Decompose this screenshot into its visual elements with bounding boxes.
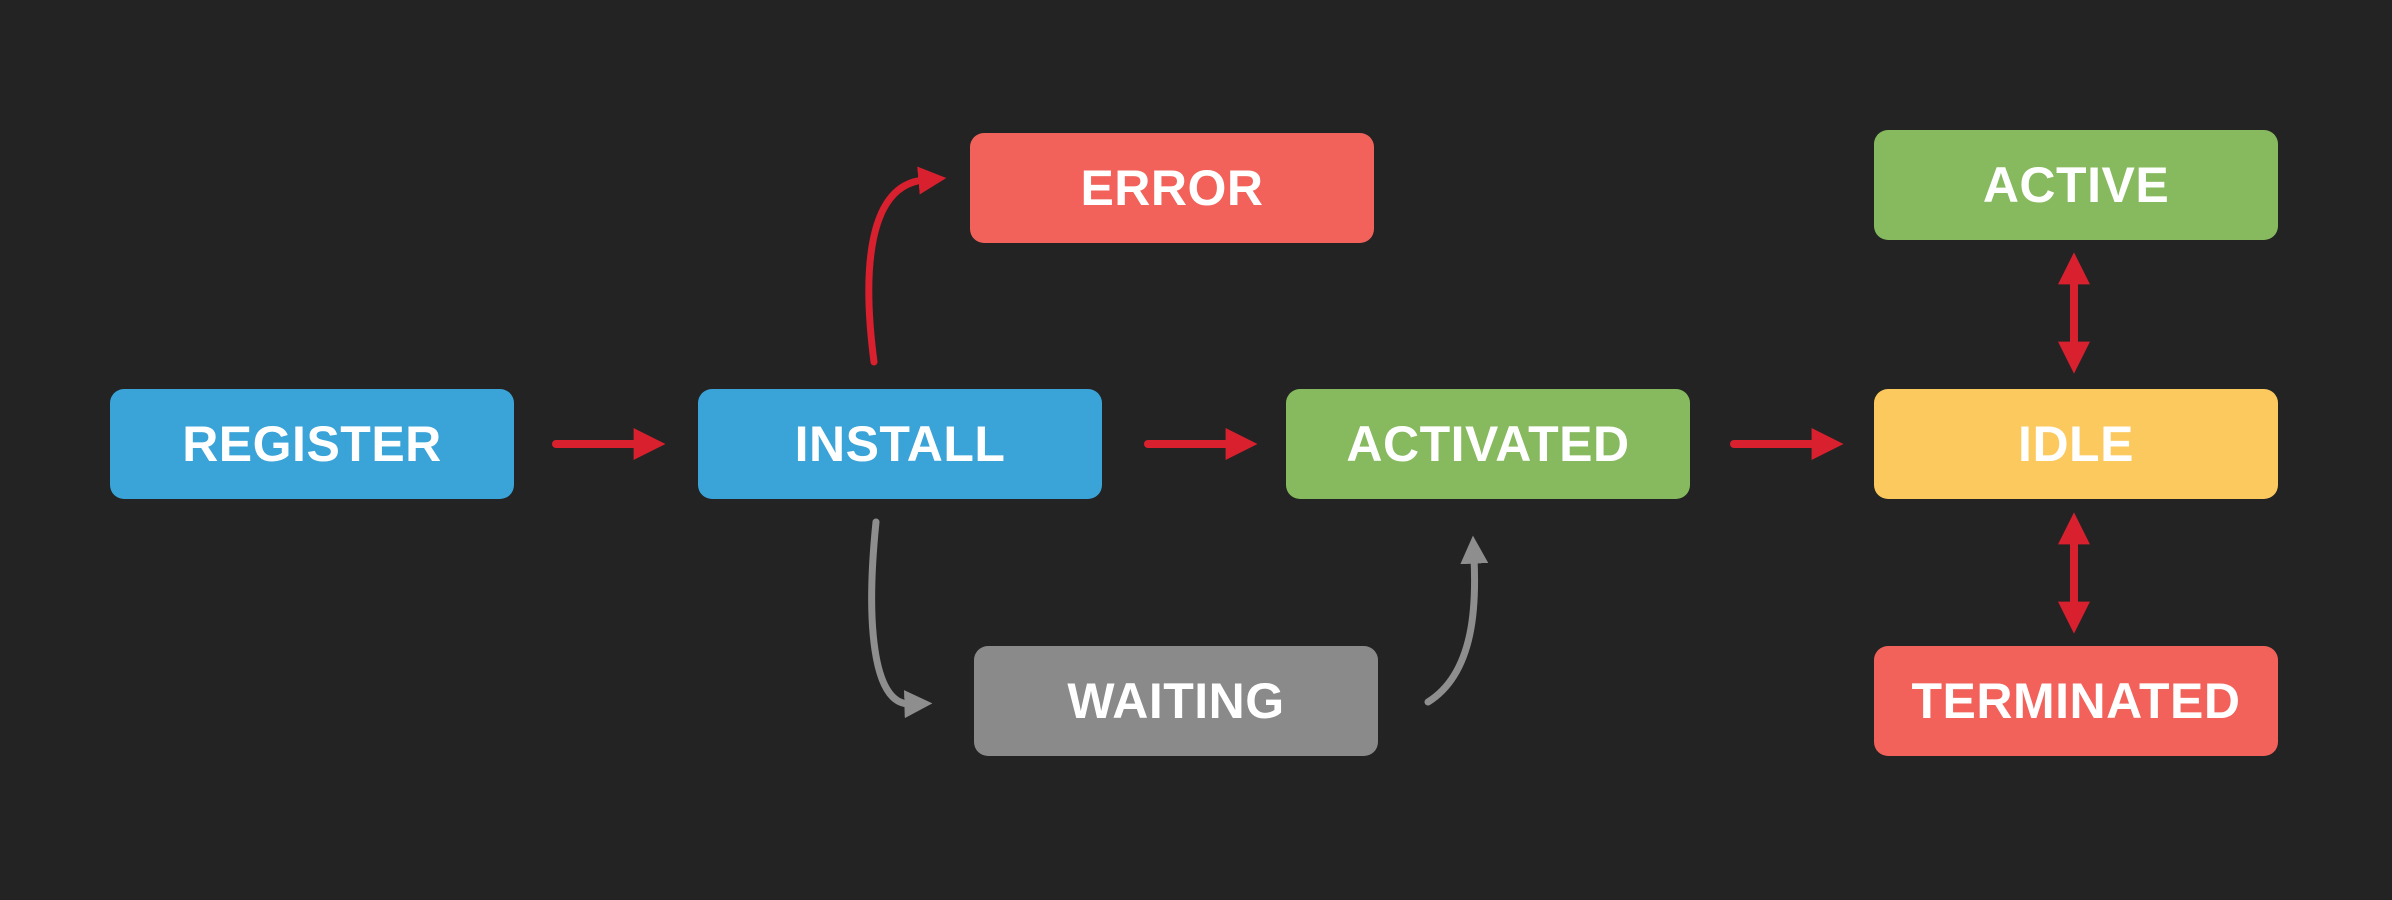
state-label: REGISTER — [182, 416, 442, 472]
state-label: TERMINATED — [1911, 673, 2241, 729]
state-label: INSTALL — [794, 416, 1006, 472]
arrow-waiting-to-activated — [1424, 535, 1489, 706]
state-install: INSTALL — [698, 389, 1102, 499]
state-error: ERROR — [970, 133, 1374, 243]
state-label: ACTIVE — [1982, 157, 2170, 213]
state-terminated: TERMINATED — [1874, 646, 2278, 756]
arrow-install-to-error — [865, 166, 947, 366]
state-label: WAITING — [1067, 673, 1285, 729]
state-active: ACTIVE — [1874, 130, 2278, 240]
state-idle: IDLE — [1874, 389, 2278, 499]
state-label: IDLE — [2018, 416, 2134, 472]
state-activated: ACTIVATED — [1286, 389, 1690, 499]
arrow-install-to-waiting — [868, 518, 933, 719]
state-waiting: WAITING — [974, 646, 1378, 756]
state-label: ERROR — [1080, 160, 1264, 216]
state-label: ACTIVATED — [1346, 416, 1630, 472]
state-register: REGISTER — [110, 389, 514, 499]
